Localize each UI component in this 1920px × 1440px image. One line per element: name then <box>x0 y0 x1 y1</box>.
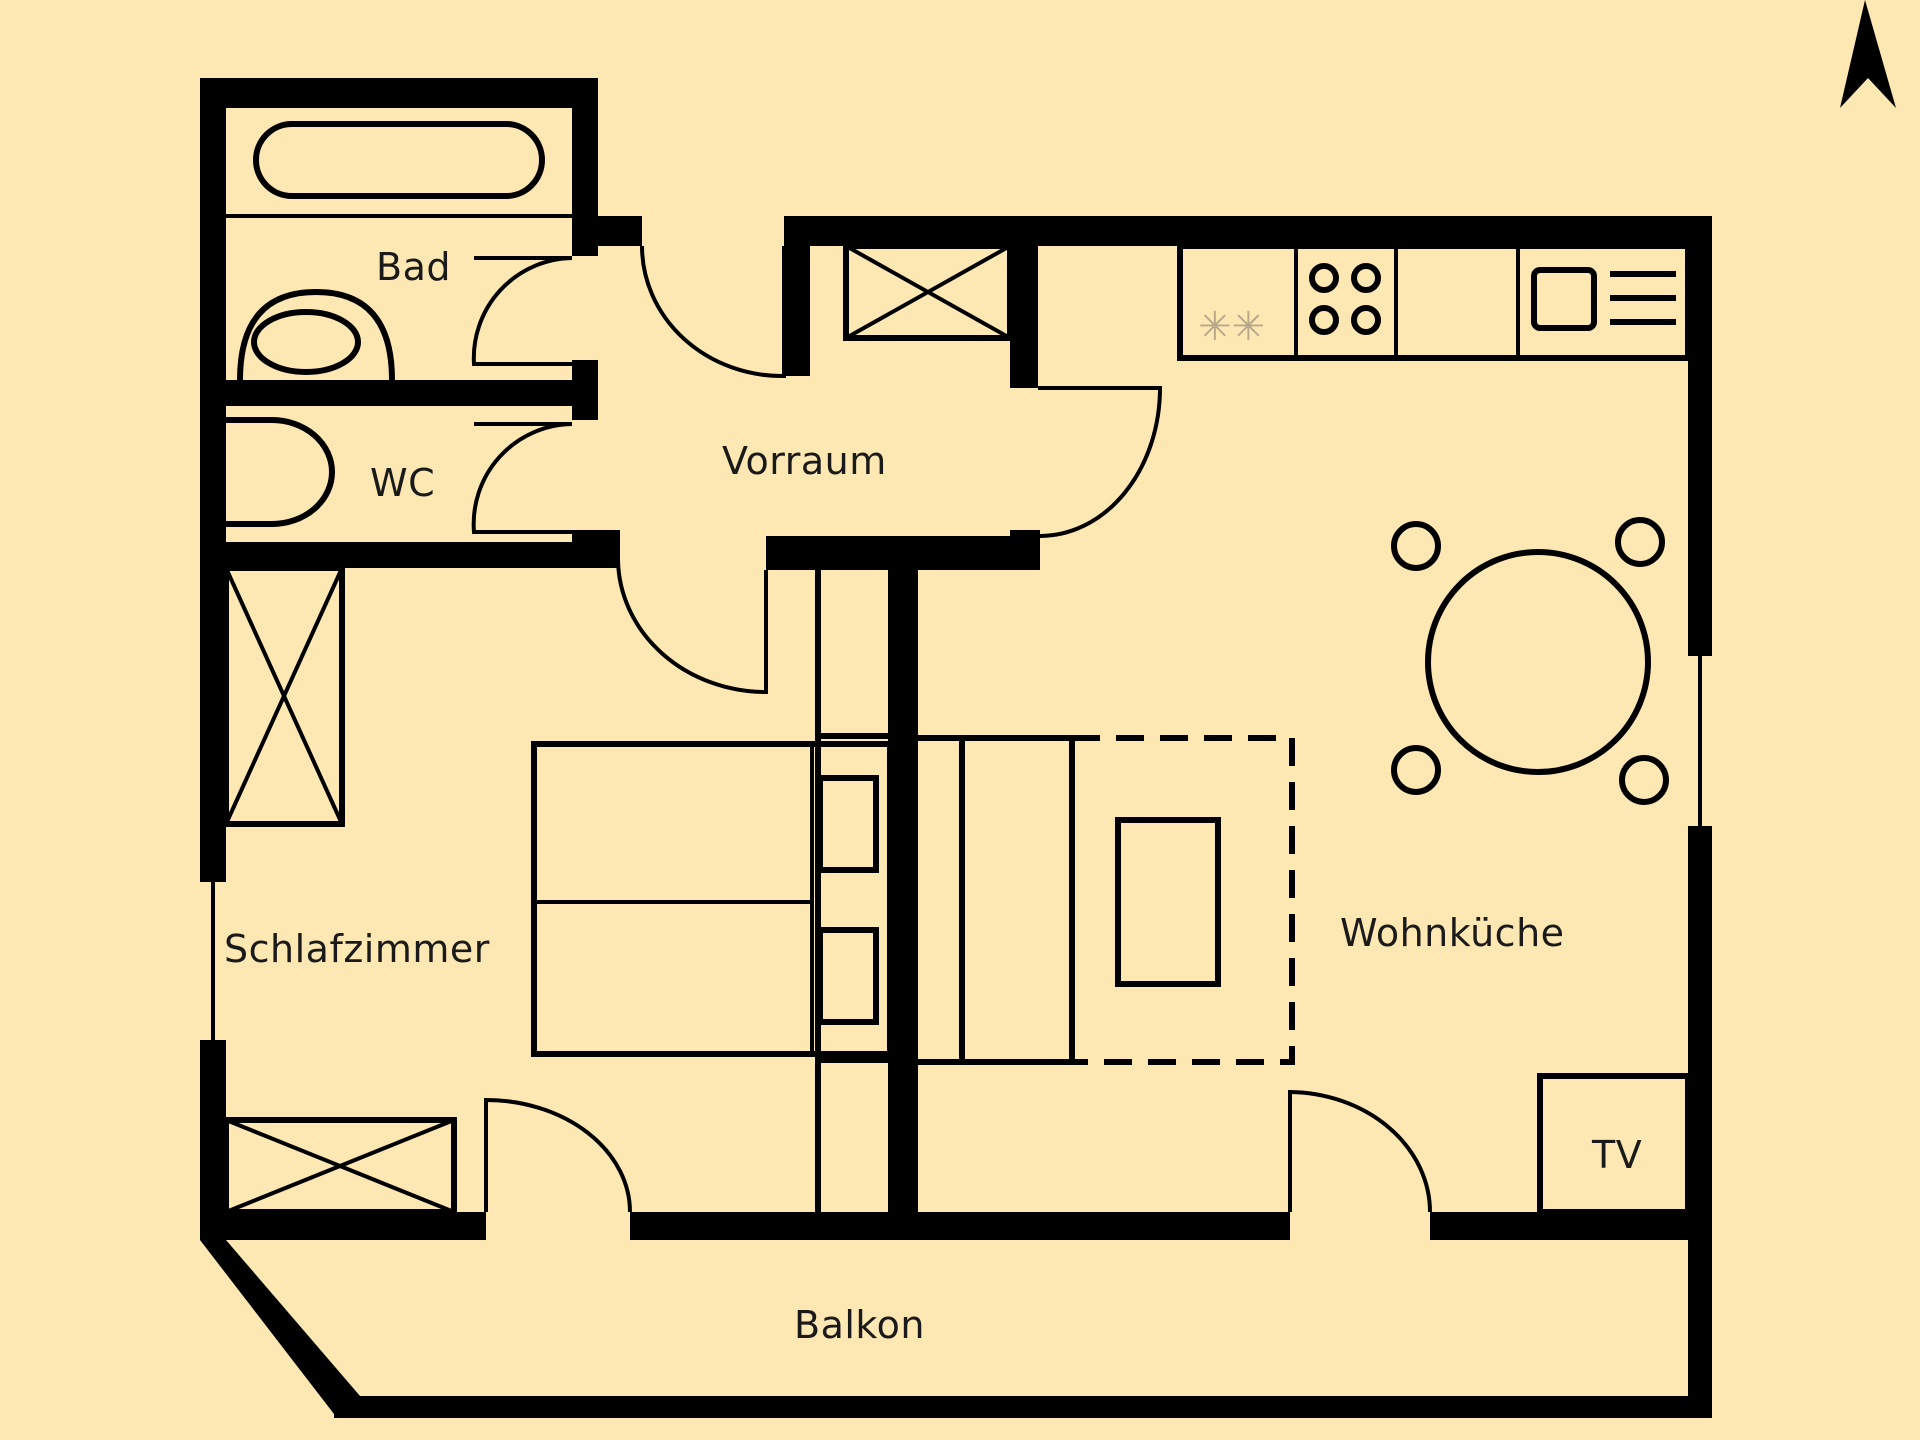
bed-icon <box>531 741 893 1057</box>
walls <box>200 78 1712 1418</box>
thin-lines <box>211 206 1702 1212</box>
wardrobe-schlafzimmer <box>223 565 345 827</box>
room-label-wc: WC <box>370 461 435 505</box>
door-bad[interactable] <box>471 256 573 366</box>
tv-cabinet <box>1537 1073 1691 1215</box>
oven-icon <box>1531 267 1676 331</box>
door-wc[interactable] <box>471 422 573 534</box>
sofa-bed-icon <box>918 735 1295 1065</box>
sink-icon <box>237 288 395 381</box>
toilet-icon <box>226 417 335 527</box>
kitchen-counter <box>1177 243 1691 361</box>
door-balkon-schlafzimmer[interactable] <box>484 1097 632 1213</box>
room-label-bad: Bad <box>376 245 451 289</box>
room-label-balkon: Balkon <box>794 1303 925 1347</box>
wardrobe-vorraum <box>843 243 1013 341</box>
room-label-schlafzimmer: Schlafzimmer <box>224 927 490 971</box>
wardrobe-schlafzimmer-bottom <box>223 1117 457 1215</box>
north-arrow-icon <box>1840 0 1896 108</box>
door-schlafzimmer[interactable] <box>616 559 768 695</box>
sink-kitchen: ✳✳ <box>1198 304 1265 350</box>
bathtub-icon <box>253 121 545 199</box>
door-balkon-wohnkueche[interactable] <box>1288 1089 1432 1213</box>
room-label-vorraum: Vorraum <box>722 439 887 483</box>
svg-text:✳✳: ✳✳ <box>1198 304 1265 350</box>
room-label-tv: TV <box>1591 1133 1642 1177</box>
dining-table-icon <box>1391 517 1669 805</box>
cooktop-icon <box>1309 263 1381 335</box>
door-entrance[interactable] <box>640 245 786 379</box>
room-label-wohnkueche: Wohnküche <box>1340 911 1565 955</box>
door-wohnkueche[interactable] <box>1038 386 1163 538</box>
